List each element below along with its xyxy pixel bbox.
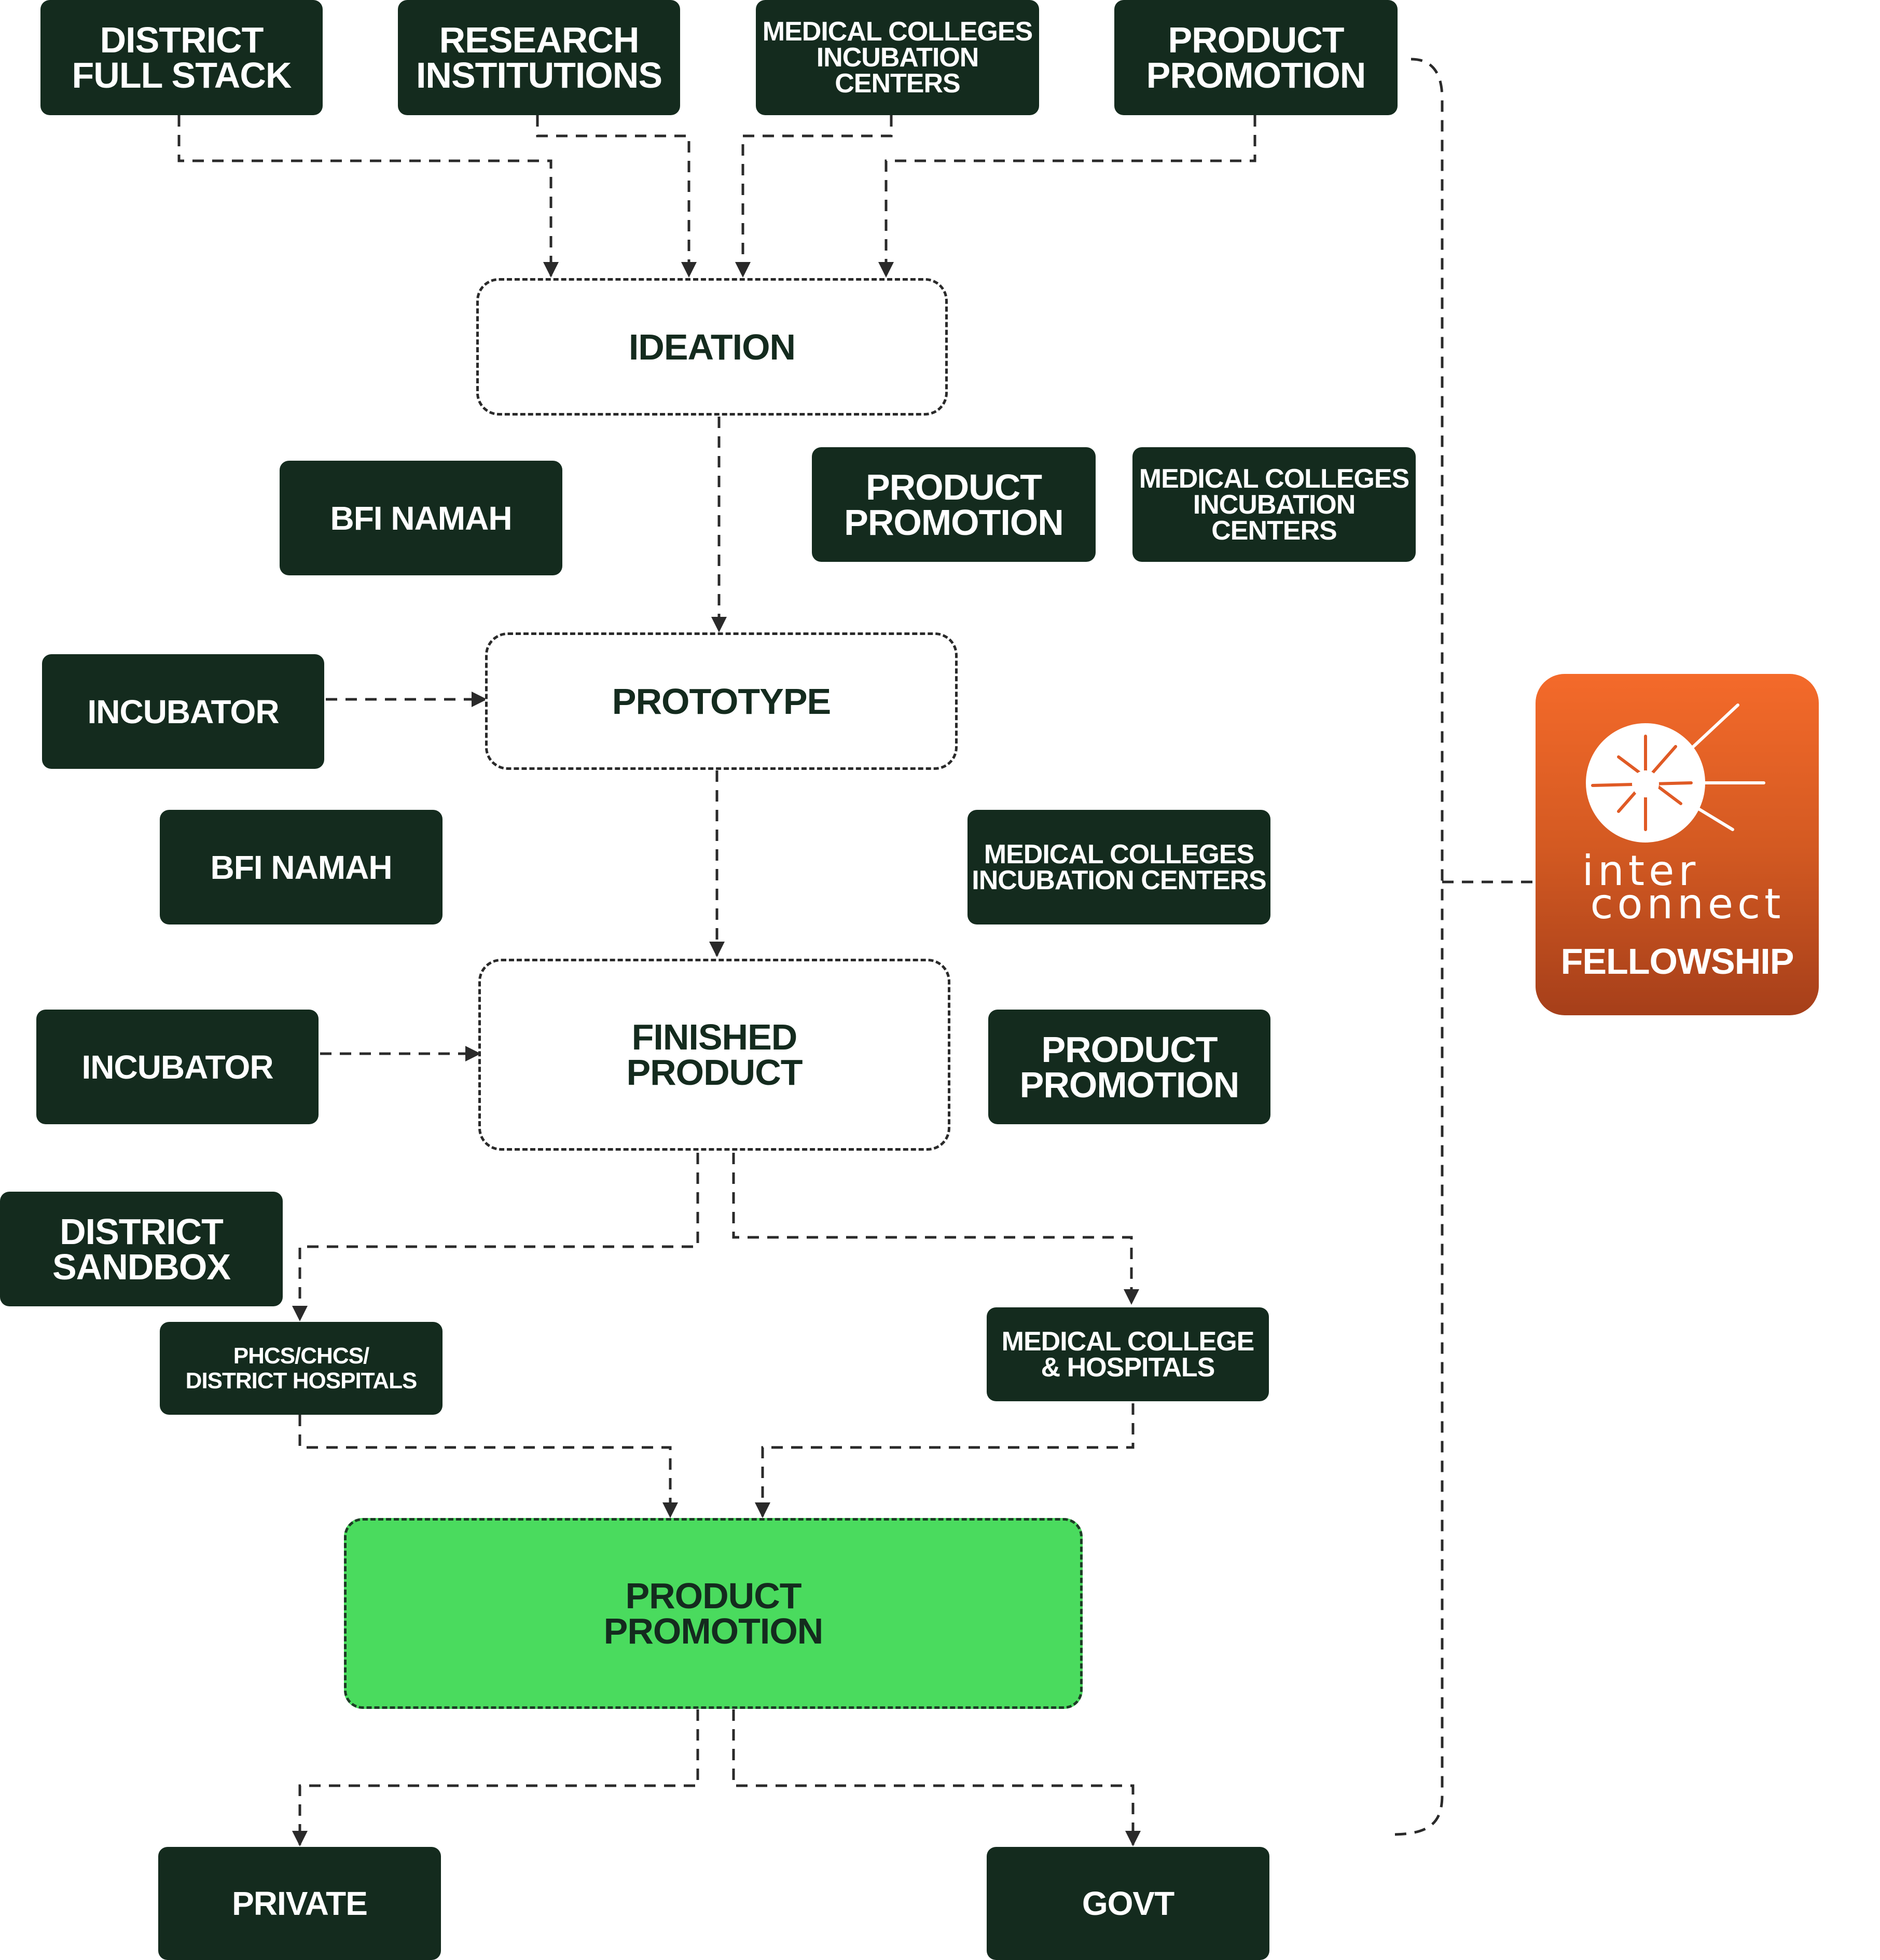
- node-label: MEDICAL COLLEGES INCUBATION CENTERS: [1139, 463, 1409, 546]
- node-label: MEDICAL COLLEGES INCUBATION CENTERS: [762, 17, 1033, 99]
- node-medical-colleges-incubation-top: MEDICAL COLLEGES INCUBATION CENTERS: [756, 0, 1039, 115]
- stage-label: PROTOTYPE: [612, 681, 831, 722]
- connector-promotion-to-govt: [732, 1709, 1141, 1846]
- node-label: PRODUCT PROMOTION: [844, 466, 1064, 543]
- connector-promotion-to-ideation: [878, 115, 1256, 278]
- node-district-full-stack: DISTRICT FULL STACK: [40, 0, 323, 115]
- fellowship-label: FELLOWSHIP: [1560, 941, 1794, 982]
- node-label: PRIVATE: [232, 1885, 368, 1922]
- stage-prototype: PROTOTYPE: [485, 632, 958, 770]
- stage-label: IDEATION: [628, 326, 796, 367]
- interconnect-fellowship-badge: inter connect FELLOWSHIP: [1536, 674, 1819, 1015]
- node-label: DISTRICT FULL STACK: [72, 20, 292, 95]
- stage-ideation: IDEATION: [476, 278, 948, 416]
- brand-text-line-2: connect: [1590, 880, 1785, 928]
- connector-medcollege-to-promotion: [755, 1403, 1135, 1518]
- node-label: MEDICAL COLLEGES INCUBATION CENTERS: [972, 839, 1266, 895]
- connector-finished-to-phcs: [292, 1153, 699, 1321]
- node-medical-colleges-incubation-2: MEDICAL COLLEGES INCUBATION CENTERS: [1132, 447, 1416, 562]
- brand-text-line-1: inter: [1582, 847, 1700, 895]
- node-private: PRIVATE: [158, 1847, 441, 1960]
- node-product-promotion-3: PRODUCT PROMOTION: [988, 1010, 1270, 1124]
- node-label: MEDICAL COLLEGE & HOSPITALS: [1001, 1326, 1255, 1383]
- node-label: BFI NAMAH: [210, 848, 392, 886]
- node-incubator-1: INCUBATOR: [42, 654, 324, 769]
- node-label: PHCS/CHCS/ DISTRICT HOSPITALS: [185, 1343, 418, 1393]
- node-label: PRODUCT PROMOTION: [1019, 1029, 1240, 1105]
- connector-district-to-ideation: [177, 115, 559, 278]
- stage-finished-product: FINISHED PRODUCT: [478, 959, 950, 1151]
- node-label: INCUBATOR: [87, 693, 279, 730]
- stage-product-promotion-highlight: PRODUCT PROMOTION: [344, 1518, 1083, 1709]
- stage-label: PRODUCT PROMOTION: [603, 1576, 824, 1651]
- node-label: PRODUCT PROMOTION: [1146, 20, 1366, 95]
- connector-fellowship-bracket: [1391, 58, 1444, 1836]
- node-label: BFI NAMAH: [330, 499, 512, 537]
- node-govt: GOVT: [987, 1847, 1269, 1960]
- node-bfi-namah-1: BFI NAMAH: [280, 461, 562, 575]
- node-incubator-2: INCUBATOR: [36, 1010, 319, 1124]
- node-bfi-namah-2: BFI NAMAH: [160, 810, 443, 924]
- node-phcs-chcs-district-hospitals: PHCS/CHCS/ DISTRICT HOSPITALS: [160, 1322, 443, 1415]
- node-product-promotion-2: PRODUCT PROMOTION: [812, 447, 1096, 562]
- node-district-sandbox: DISTRICT SANDBOX: [0, 1192, 283, 1306]
- node-medical-colleges-incubation-3: MEDICAL COLLEGES INCUBATION CENTERS: [967, 810, 1270, 924]
- node-research-institutions: RESEARCH INSTITUTIONS: [398, 0, 680, 115]
- node-label: GOVT: [1082, 1885, 1174, 1922]
- node-label: RESEARCH INSTITUTIONS: [416, 20, 662, 95]
- stage-label: FINISHED PRODUCT: [626, 1017, 803, 1093]
- node-label: DISTRICT SANDBOX: [52, 1211, 231, 1287]
- connector-medical-to-ideation: [735, 115, 893, 278]
- node-label: INCUBATOR: [81, 1048, 273, 1086]
- connector-phcs-to-promotion: [298, 1415, 678, 1518]
- connector-finished-to-medcollege: [732, 1153, 1139, 1305]
- node-product-promotion-top: PRODUCT PROMOTION: [1114, 0, 1398, 115]
- connector-research-to-ideation: [536, 115, 697, 278]
- connector-promotion-to-private: [292, 1709, 699, 1846]
- interconnect-logo-icon: [1586, 703, 1765, 843]
- node-medical-college-hospitals: MEDICAL COLLEGE & HOSPITALS: [987, 1307, 1269, 1401]
